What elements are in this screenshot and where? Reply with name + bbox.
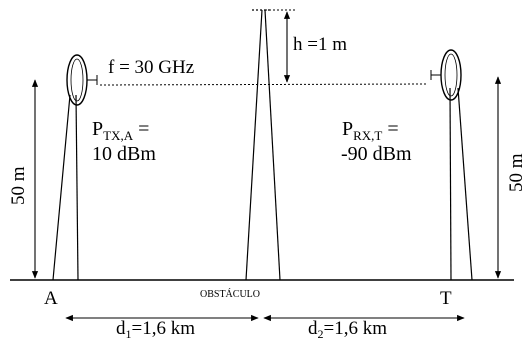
rx-power-value: -90 dBm (341, 143, 412, 165)
tx-power-value: 10 dBm (92, 143, 156, 165)
tx-power-label: PTX,A = (92, 118, 149, 143)
d1-value: =1,6 km (132, 318, 196, 339)
frequency-label: f = 30 GHz (108, 57, 194, 78)
d2-label: d2=1,6 km (308, 318, 387, 341)
rx-power-symbol: P (342, 118, 353, 140)
d2-symbol: d (308, 318, 318, 339)
tx-height-label: 50 m (8, 166, 29, 205)
d2-value: =1,6 km (324, 318, 388, 339)
antenna-a-icon (66, 54, 98, 106)
d1-subscript: 1 (126, 327, 132, 341)
obstacle-tower (245, 9, 281, 281)
rx-power-label: PRX,T = (342, 118, 399, 143)
tx-power-symbol: P (92, 118, 103, 140)
obstacle-label: OBSTÁCULO (200, 288, 260, 300)
tx-power-equals: = (133, 118, 149, 140)
d1-label: d1=1,6 km (116, 318, 195, 341)
point-a-label: A (44, 288, 58, 309)
rx-power-subscript: RX,T (353, 128, 382, 143)
line-of-sight (99, 83, 429, 86)
tx-power-subscript: TX,A (103, 128, 134, 143)
height-diff-label: h =1 m (293, 34, 347, 55)
tower-a (52, 94, 79, 281)
point-t-label: T (440, 288, 452, 309)
d1-symbol: d (116, 318, 126, 339)
d2-subscript: 2 (318, 327, 324, 341)
tower-t (449, 87, 473, 281)
antenna-t-icon (430, 49, 462, 101)
rx-height-label: 50 m (506, 153, 524, 192)
rx-power-equals: = (382, 118, 398, 140)
